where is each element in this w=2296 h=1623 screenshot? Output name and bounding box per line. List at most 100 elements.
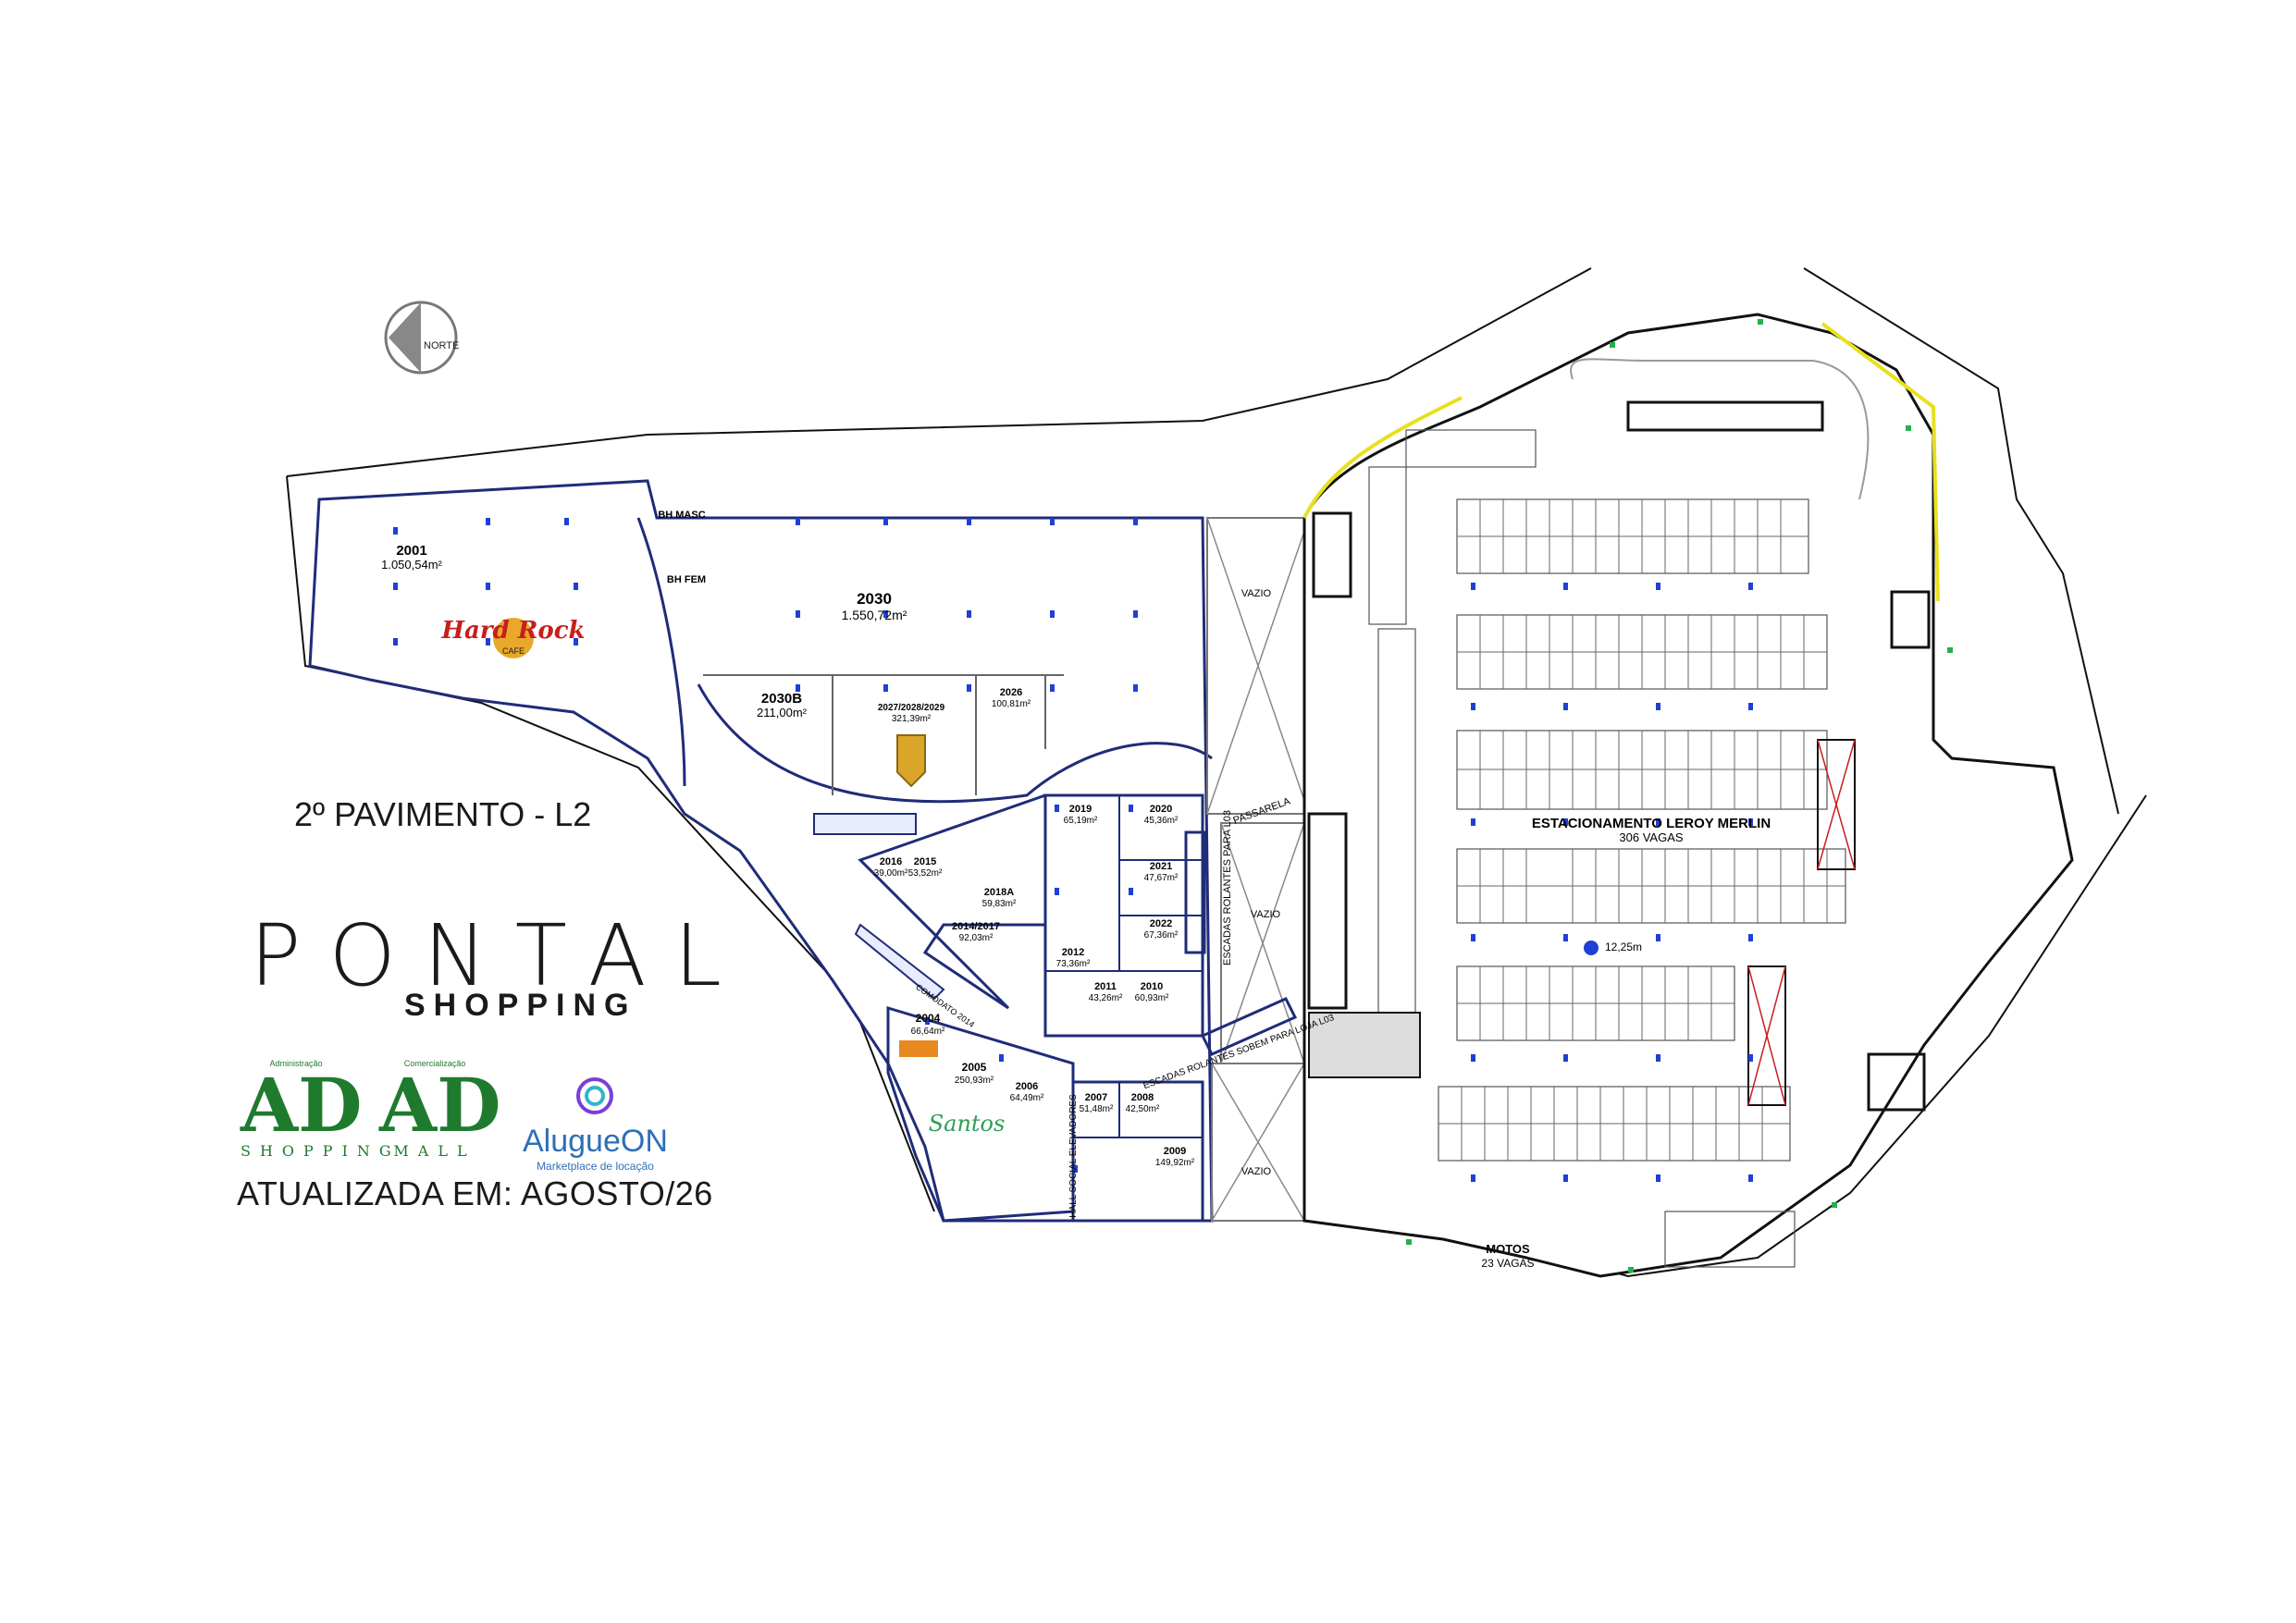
ad-mall-sub: MALL [393, 1142, 476, 1160]
alugueon-tagline: Marketplace de locação [537, 1160, 654, 1173]
vazio-north-label: VAZIO [1241, 588, 1272, 599]
store-block-lower [886, 1005, 1075, 1223]
store-2020-area: 45,36m² [1144, 816, 1179, 826]
escadas-l03-label: ESCADAS ROLANTES PARA L03 [1222, 810, 1233, 965]
parking-ramp-mid-x2 [1817, 739, 1856, 870]
mall-atrium-curve [697, 683, 1213, 804]
store-2005-area: 250,93m² [955, 1076, 994, 1086]
store-2009-area: 149,92m² [1155, 1158, 1195, 1168]
ad-shopping-caption: Administração [269, 1059, 323, 1068]
hard-rock-text: Hard Rock [440, 617, 585, 645]
store-2001-area: 1.050,54m² [381, 558, 442, 572]
store-2030b-id: 2030B [761, 691, 802, 707]
store-2030-area: 1.550,72m² [842, 608, 907, 622]
store-2018a-id: 2018A [984, 887, 1014, 898]
store-2011-id: 2011 [1094, 981, 1117, 992]
motos-label: MOTOS [1486, 1242, 1530, 1256]
parking-yellow-edge [1302, 396, 1463, 519]
ad-shopping-mark: AD [241, 1062, 363, 1149]
motos-spots-label: 23 VAGAS [1481, 1257, 1534, 1270]
store-2012-area: 73,36m² [1056, 959, 1091, 969]
structural-columns [393, 518, 1138, 1173]
site-boundary-right [1803, 267, 2119, 815]
parking-columns [1471, 583, 1753, 1182]
santos-logo: Santos [929, 1111, 1006, 1137]
bh-fem-label: BH FEM [667, 574, 706, 585]
alugueon-logo: AlugueON Marketplace de locação [523, 1073, 668, 1173]
store-2005-id: 2005 [962, 1061, 987, 1074]
void-north-x2 [1206, 517, 1310, 815]
ad-mall-caption: Comercialização [403, 1059, 466, 1068]
north-label: NORTE [424, 340, 459, 351]
parking-ramp-mid [1817, 739, 1856, 870]
store-2019-id: 2019 [1069, 804, 1092, 815]
floor-title: 2º PAVIMENTO - L2 [294, 795, 592, 833]
level-label: 12,25m [1605, 941, 1642, 953]
ad-shopping-logo: Administração AD SHOPPING [241, 1059, 401, 1160]
store-2010-area: 60,93m² [1135, 993, 1169, 1003]
store-2001-id: 2001 [396, 543, 426, 559]
policia-federal-badge-icon [896, 734, 926, 788]
mall-corridor-curve [636, 517, 686, 787]
parking-ramp-hatched [1308, 1012, 1421, 1078]
store-2026-area: 100,81m² [992, 699, 1031, 709]
ramp-lane [1626, 400, 1824, 432]
north-arrow-pointer [389, 302, 421, 373]
store-2016-id: 2016 [880, 856, 902, 867]
store-2026-id: 2026 [1000, 687, 1022, 698]
mall-west-wing [308, 479, 1214, 1223]
parking-ramp [1570, 358, 1870, 500]
ad-mall-mark: AD [379, 1062, 501, 1149]
pontal-logo: PONTAL [250, 906, 749, 1005]
alugueon-name: AlugueON [523, 1124, 668, 1159]
site-boundary-top [286, 267, 1592, 477]
parking-yellow-edge-right [1821, 322, 1940, 602]
store-2004-logo [899, 1040, 938, 1057]
store-2012-id: 2012 [1062, 947, 1084, 958]
store-2015-area: 53,52m² [908, 868, 943, 879]
store-2027-area: 321,39m² [892, 714, 932, 724]
store-2006-id: 2006 [1016, 1081, 1038, 1092]
store-2014-id: 2014/2017 [952, 921, 1000, 932]
hall-social-label: HALL SOCIAL ELEVADORES [1068, 1094, 1079, 1218]
parking-name-label: ESTACIONAMENTO LEROY MERLIN [1532, 816, 1771, 831]
store-2030b-area: 211,00m² [757, 706, 808, 719]
store-2007-area: 51,48m² [1080, 1104, 1114, 1114]
store-2014-area: 92,03m² [959, 933, 994, 943]
store-2006-area: 64,49m² [1010, 1093, 1044, 1103]
escalator-to-store-l03 [1200, 997, 1298, 1056]
site-boundary-left [286, 475, 935, 1212]
updated-date: ATUALIZADA EM: AGOSTO/26 [237, 1174, 713, 1212]
passarela-label: PASSARELA [1232, 795, 1292, 827]
parking-stair-core-se [1867, 1052, 1926, 1112]
ad-shopping-sub: SHOPPING [241, 1142, 401, 1160]
store-2008-id: 2008 [1131, 1092, 1154, 1103]
store-2011-area: 43,26m² [1089, 993, 1123, 1003]
store-2009-id: 2009 [1164, 1146, 1186, 1157]
void-middle-x2 [1220, 822, 1305, 1064]
parking-ramp-low-x2 [1747, 965, 1786, 1106]
store-2030-id: 2030 [857, 590, 892, 608]
store-2004-id: 2004 [916, 1012, 941, 1025]
hard-rock-logo: Hard Rock CAFE [440, 617, 586, 658]
store-2007-id: 2007 [1085, 1092, 1107, 1103]
alugueon-icon [576, 1077, 614, 1114]
store-2018a-area: 59,83m² [982, 899, 1017, 909]
bh-masc-label: BH MASC [658, 510, 705, 521]
parking-ramp-low [1747, 965, 1786, 1106]
store-2016-area: 39,00m² [874, 868, 908, 879]
void-south-x2 [1211, 1063, 1305, 1222]
store-2021-id: 2021 [1150, 861, 1172, 872]
store-2004-area: 66,64m² [911, 1027, 945, 1037]
pontal-shopping-wordmark: SHOPPING [404, 988, 637, 1023]
store-2022-id: 2022 [1150, 918, 1172, 929]
parking-stair-core [1312, 511, 1352, 598]
comodato-strip [854, 923, 945, 1001]
level-marker-icon [1584, 941, 1599, 955]
store-2022-area: 67,36m² [1144, 930, 1179, 941]
parking-stair-core-east [1890, 590, 1931, 649]
store-2027-id: 2027/2028/2029 [878, 703, 945, 713]
vazio-south-label: VAZIO [1241, 1166, 1272, 1177]
parking-stall-lines [1438, 499, 1845, 1161]
